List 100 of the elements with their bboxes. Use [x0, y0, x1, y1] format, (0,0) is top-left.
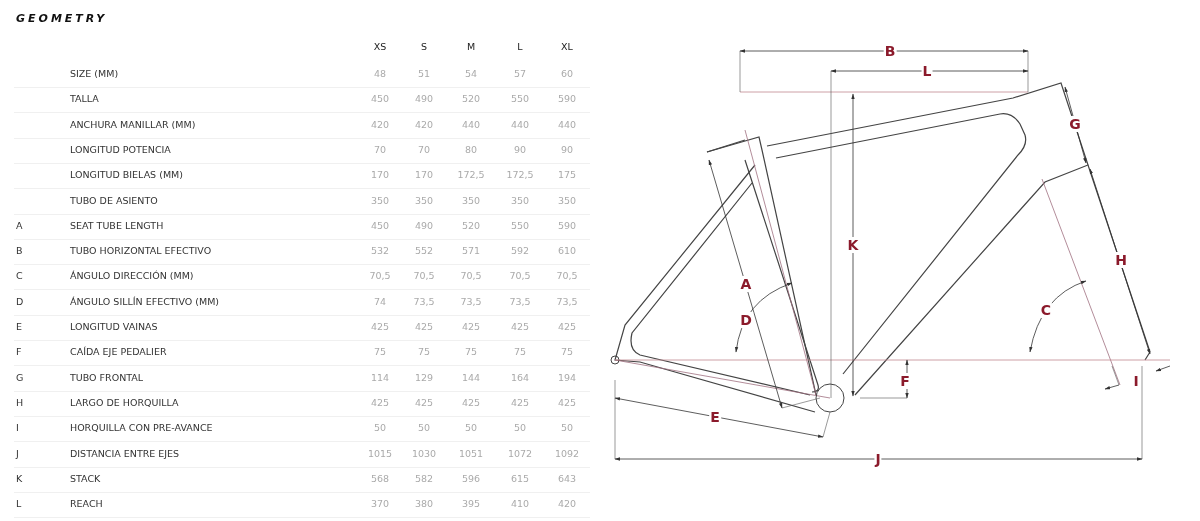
table-value: 73,5 [460, 295, 482, 308]
parameter-name: LONGITUD POTENCIA [70, 143, 171, 156]
table-value: 172,5 [457, 169, 485, 182]
table-value: 370 [370, 498, 390, 511]
table-value: 73,5 [413, 295, 435, 308]
table-value: 395 [461, 498, 481, 511]
table-value: 520 [461, 93, 481, 106]
parameter-name: ÁNGULO SILLÍN EFECTIVO (MM) [70, 295, 220, 308]
section-title: GEOMETRY [16, 13, 108, 25]
parameter-name: ÁNGULO DIRECCIÓN (MM) [70, 270, 194, 283]
table-value: 420 [414, 118, 434, 131]
table-value: 50 [417, 422, 431, 435]
table-value: 73,5 [556, 295, 578, 308]
dimension-label: A [739, 276, 753, 292]
dimension-label: C [1039, 302, 1053, 318]
parameter-name: HORQUILLA CON PRE-AVANCE [70, 422, 213, 435]
table-value: 194 [557, 371, 577, 384]
table-value: 380 [414, 498, 434, 511]
row-letter: F [16, 346, 22, 359]
table-value: 350 [461, 194, 481, 207]
table-value: 70,5 [556, 270, 578, 283]
parameter-name: CAÍDA EJE PEDALIER [70, 346, 167, 359]
table-value: 50 [513, 422, 527, 435]
table-value: 74 [373, 295, 387, 308]
column-header: S [421, 41, 427, 53]
table-value: 596 [461, 472, 481, 485]
dimension-label: H [1114, 252, 1128, 268]
parameter-name: LARGO DE HORQUILLA [70, 396, 179, 409]
table-value: 50 [464, 422, 478, 435]
dimension-label: B [883, 43, 897, 59]
table-value: 70,5 [369, 270, 391, 283]
table-value: 1051 [458, 447, 484, 460]
row-letter: B [16, 245, 23, 258]
table-value: 1072 [507, 447, 533, 460]
table-value: 70 [373, 143, 387, 156]
table-value: 50 [560, 422, 574, 435]
row-letter: H [16, 396, 24, 409]
table-value: 590 [557, 93, 577, 106]
row-letter: J [16, 447, 19, 460]
table-value: 520 [461, 219, 481, 232]
table-value: 80 [464, 143, 478, 156]
row-letter: D [16, 295, 24, 308]
table-value: 70 [417, 143, 431, 156]
table-value: 75 [417, 346, 431, 359]
table-value: 610 [557, 245, 577, 258]
table-value: 420 [370, 118, 390, 131]
table-value: 615 [510, 472, 530, 485]
table-value: 75 [513, 346, 527, 359]
table-value: 164 [510, 371, 530, 384]
table-value: 90 [560, 143, 574, 156]
row-letter: C [16, 270, 23, 283]
row-letter: G [16, 371, 24, 384]
column-header: M [466, 41, 476, 53]
table-value: 550 [510, 93, 530, 106]
row-letter: L [16, 498, 22, 511]
table-value: 90 [513, 143, 527, 156]
table-value: 175 [557, 169, 577, 182]
row-letter: E [16, 321, 22, 333]
table-value: 425 [414, 396, 434, 409]
table-value: 643 [557, 472, 577, 485]
table-value: 440 [510, 118, 530, 131]
dimension-label: J [874, 451, 882, 467]
table-value: 70,5 [509, 270, 531, 283]
table-value: 60 [560, 68, 574, 80]
parameter-name: TUBO FRONTAL [70, 371, 144, 384]
parameter-name: REACH [70, 498, 103, 511]
table-value: 490 [414, 93, 434, 106]
parameter-name: TUBO DE ASIENTO [70, 194, 158, 207]
table-value: 350 [510, 194, 530, 207]
dimension-label: K [846, 237, 860, 253]
parameter-name: SIZE (MM) [70, 68, 119, 80]
table-value: 75 [373, 346, 387, 359]
table-value: 1015 [367, 447, 393, 460]
parameter-name: TUBO HORIZONTAL EFECTIVO [70, 245, 212, 258]
dimension-label: L [921, 63, 933, 79]
table-value: 450 [370, 93, 390, 106]
table-value: 75 [464, 346, 478, 359]
table-value: 425 [370, 321, 390, 333]
table-value: 550 [510, 219, 530, 232]
table-value: 420 [557, 498, 577, 511]
table-value: 48 [373, 68, 387, 80]
parameter-name: SEAT TUBE LENGTH [70, 219, 164, 232]
table-value: 582 [414, 472, 434, 485]
table-value: 57 [513, 68, 527, 80]
parameter-name: TALLA [70, 93, 99, 106]
parameter-name: LONGITUD VAINAS [70, 321, 158, 333]
table-value: 51 [417, 68, 431, 80]
table-value: 592 [510, 245, 530, 258]
table-value: 425 [461, 396, 481, 409]
table-value: 440 [557, 118, 577, 131]
table-value: 73,5 [509, 295, 531, 308]
table-value: 70,5 [413, 270, 435, 283]
table-value: 571 [461, 245, 481, 258]
table-value: 425 [557, 321, 577, 333]
table-value: 552 [414, 245, 434, 258]
column-header: XL [561, 41, 573, 53]
table-value: 590 [557, 219, 577, 232]
table-value: 50 [373, 422, 387, 435]
table-value: 54 [464, 68, 478, 80]
table-value: 425 [510, 396, 530, 409]
